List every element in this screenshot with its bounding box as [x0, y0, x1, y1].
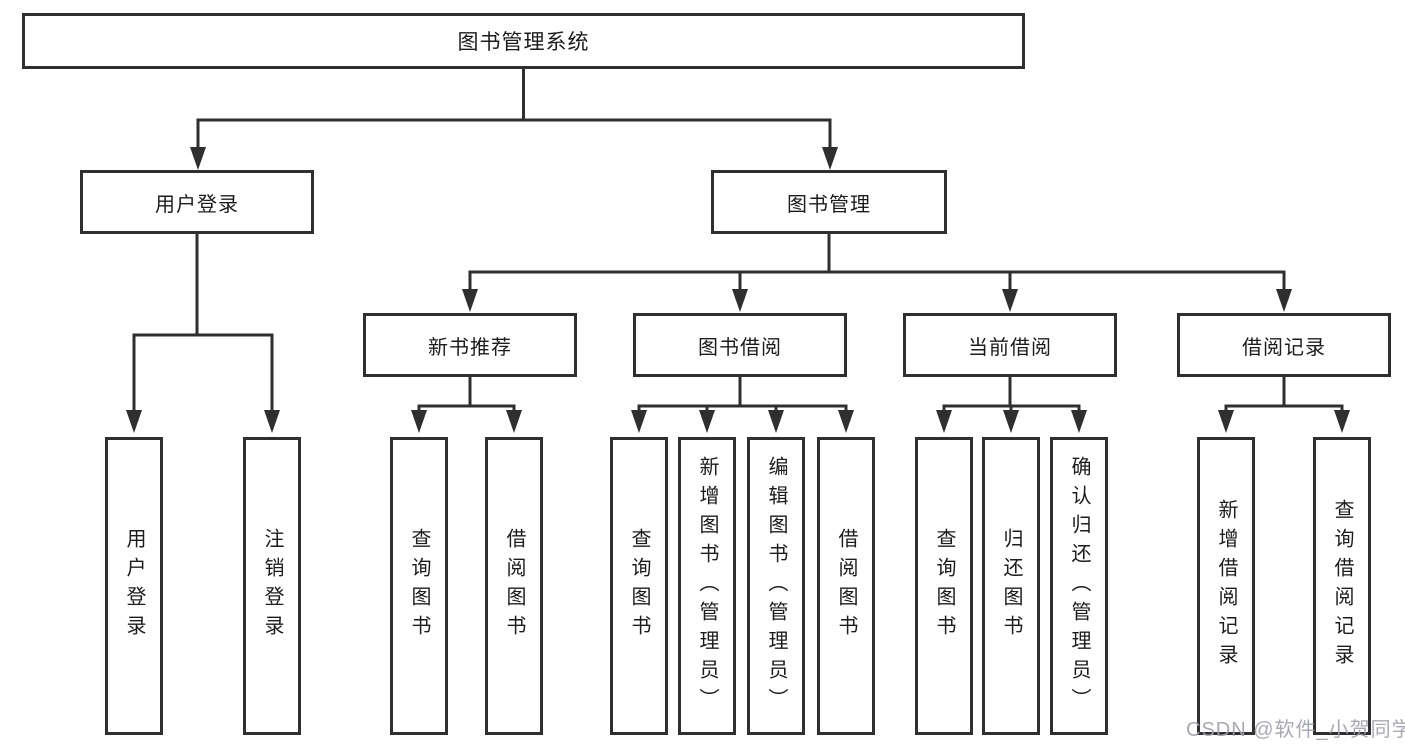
node-current-borrow: 当前借阅	[903, 313, 1117, 377]
leaf-label: 编辑图书（管理员）	[765, 455, 787, 717]
node-new-book-recommend: 新书推荐	[363, 313, 577, 377]
arrow-down-icon	[1003, 410, 1019, 433]
leaf-return-books: 归还图书	[982, 437, 1040, 735]
node-book-borrow: 图书借阅	[633, 313, 847, 377]
node-borrow-records: 借阅记录	[1177, 313, 1391, 377]
arrow-down-icon	[126, 410, 142, 433]
arrow-down-icon	[699, 410, 715, 433]
connector-root-to-level2	[190, 69, 838, 170]
arrow-down-icon	[768, 410, 784, 433]
connector-line	[417, 404, 516, 414]
arrow-down-icon	[822, 147, 838, 170]
leaf-label: 新增图书（管理员）	[696, 455, 718, 717]
node-book-management: 图书管理	[711, 170, 947, 234]
leaf-logout: 注销登录	[243, 437, 301, 735]
leaf-user-login: 用户登录	[105, 437, 163, 735]
arrow-down-icon	[936, 410, 952, 433]
connector-line	[196, 118, 832, 152]
arrow-down-icon	[1071, 410, 1087, 433]
connector-line	[468, 270, 1286, 293]
arrow-down-icon	[506, 410, 522, 433]
leaf-query-books-recommend: 查询图书	[390, 437, 448, 735]
leaf-label: 借阅图书	[835, 528, 857, 644]
leaf-borrow-books-recommend: 借阅图书	[485, 437, 543, 735]
csdn-watermark: CSDN @软件_小贺同学	[1186, 719, 1405, 741]
leaf-borrow-books: 借阅图书	[817, 437, 875, 735]
leaf-add-borrow-record: 新增借阅记录	[1197, 437, 1255, 735]
leaf-label: 注销登录	[261, 528, 283, 644]
leaf-query-borrow-record: 查询借阅记录	[1313, 437, 1371, 735]
arrow-down-icon	[631, 410, 647, 433]
leaf-label: 查询图书	[408, 528, 430, 644]
leaf-confirm-return-admin: 确认归还（管理员）	[1050, 437, 1108, 735]
connector-book-management-to-level3	[462, 234, 1292, 312]
connector-current-borrow-to-leaves	[936, 377, 1087, 433]
arrow-down-icon	[1334, 410, 1350, 433]
node-root: 图书管理系统	[22, 13, 1025, 69]
leaf-label: 借阅图书	[503, 528, 525, 644]
leaf-query-books-current: 查询图书	[915, 437, 973, 735]
connector-user-login-to-leaves	[126, 234, 280, 433]
arrow-down-icon	[411, 410, 427, 433]
leaf-label: 确认归还（管理员）	[1068, 455, 1090, 717]
leaf-add-books-admin: 新增图书（管理员）	[678, 437, 736, 735]
arrow-down-icon	[838, 410, 854, 433]
connector-book-borrow-to-leaves	[631, 377, 854, 433]
connector-new-book-to-leaves	[411, 377, 522, 433]
leaf-label: 新增借阅记录	[1215, 499, 1237, 673]
leaf-edit-books-admin: 编辑图书（管理员）	[747, 437, 805, 735]
leaf-label: 查询图书	[933, 528, 955, 644]
node-user-login: 用户登录	[80, 170, 314, 234]
leaf-label: 查询借阅记录	[1331, 499, 1353, 673]
arrow-down-icon	[462, 289, 478, 312]
arrow-down-icon	[1218, 410, 1234, 433]
arrow-down-icon	[732, 289, 748, 312]
leaf-label: 查询图书	[628, 528, 650, 644]
leaf-label: 归还图书	[1000, 528, 1022, 644]
leaf-query-books-borrow: 查询图书	[610, 437, 668, 735]
connector-borrow-records-to-leaves	[1218, 377, 1350, 433]
connector-line	[1224, 404, 1344, 414]
leaf-label: 用户登录	[123, 528, 145, 644]
arrow-down-icon	[264, 410, 280, 433]
connector-line	[637, 404, 848, 414]
arrow-down-icon	[1002, 289, 1018, 312]
arrow-down-icon	[1276, 289, 1292, 312]
connector-line	[132, 333, 274, 414]
arrow-down-icon	[190, 147, 206, 170]
